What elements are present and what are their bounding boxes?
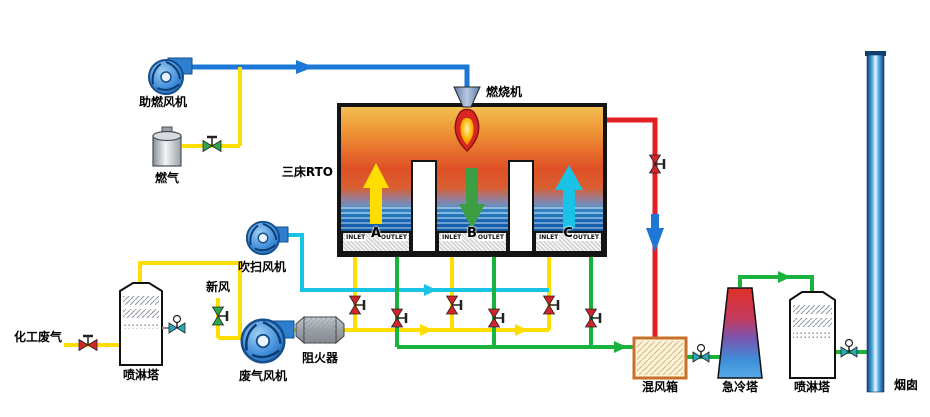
- arrester-mesh: [304, 317, 336, 343]
- flow-arrow-right-icon: [614, 341, 627, 353]
- purge-fan-label: 吹扫风机: [237, 260, 287, 274]
- bed-c-port-box: INLET OUTLET: [534, 231, 603, 253]
- bed-b-arrow-shaft: [466, 168, 478, 206]
- packing-layer: [123, 309, 159, 318]
- fresh-air-valve: [211, 305, 229, 327]
- bed-divider-wall: [508, 160, 534, 253]
- chimney-cap: [865, 51, 886, 56]
- chem-waste-valve: [77, 334, 99, 352]
- spray-tower-left-valve: [168, 314, 186, 334]
- bed-b-down-arrow-icon: [459, 204, 485, 229]
- quench-shell: [717, 287, 763, 379]
- flow-arrow-right-icon: [420, 324, 433, 336]
- bed-c-arrow-shaft: [563, 188, 575, 228]
- chamber-a-letter: A: [370, 226, 382, 241]
- spray-tower-left-body: [119, 282, 172, 366]
- fuel-gas-cylinder: [152, 126, 182, 167]
- burner-label: 燃烧机: [485, 85, 523, 99]
- spray-left-label: 喷淋塔: [122, 368, 160, 382]
- packing-layer: [793, 318, 832, 327]
- spray-layer: [793, 331, 832, 338]
- rto-name-label: 三床RTO: [281, 165, 333, 179]
- hot-bypass-pipes: [605, 117, 658, 341]
- bed-b-outlet-valve: [487, 307, 505, 329]
- chamber-b-letter: B: [467, 226, 477, 241]
- bed-a-outlet-valve: [390, 307, 408, 329]
- quench-label: 急冷塔: [721, 380, 759, 394]
- aux-fan-label: 助燃风机: [138, 95, 188, 109]
- bed-c-up-arrow-icon: [555, 165, 583, 190]
- arrester-label: 阻火器: [301, 351, 339, 365]
- chimney-inlet-valve: [840, 338, 858, 358]
- hot-bypass-pipe: [605, 117, 658, 341]
- chimney-body: [865, 51, 886, 393]
- bed-b-outlet-label: OUTLET: [476, 234, 505, 241]
- arrester-cap: [295, 315, 305, 345]
- flow-arrow-right-icon: [424, 284, 437, 296]
- purge-fan: [243, 220, 289, 258]
- arrows-cyan: [424, 165, 583, 296]
- waste-gas-fan: [236, 318, 295, 367]
- flow-arrow-right-icon: [515, 324, 528, 336]
- quench-to-spray-pipe: [738, 275, 814, 294]
- bed-b-port-box: INLET OUTLET: [437, 231, 508, 253]
- flow-arrow-down-icon: [646, 228, 664, 252]
- mixbox-label: 混风箱: [641, 380, 679, 394]
- burner: [453, 86, 481, 153]
- mixbox-outlet-valve: [692, 343, 710, 363]
- burner-nozzle-icon: [453, 86, 481, 108]
- arrows-green: [614, 271, 791, 353]
- bed-a-inlet-valve: [348, 294, 366, 316]
- flow-arrow-right-icon: [778, 271, 791, 283]
- quench-tower-body: [717, 287, 763, 379]
- tower-to-fan-pipe: [138, 261, 242, 338]
- cylinder-top: [152, 130, 182, 142]
- bed-a-outlet-label: OUTLET: [379, 234, 408, 241]
- chimney-stack: [866, 54, 885, 393]
- packing-layer: [793, 305, 832, 314]
- flame-core-icon: [460, 118, 474, 145]
- bed-b-inlet-valve: [445, 294, 463, 316]
- fan-wheel-icon: [236, 318, 286, 367]
- arrows-yellow: [363, 163, 528, 336]
- mixing-box-body: [632, 336, 688, 380]
- arrows-blue: [296, 60, 664, 252]
- valves-green: [201, 135, 229, 327]
- bed-b-arrow: [459, 168, 485, 229]
- bed-a-inlet-label: INLET: [345, 234, 367, 241]
- aux-combustion-fan: [145, 57, 193, 98]
- fuel-gas-label: 燃气: [154, 171, 180, 185]
- fresh-air-label: 新风: [205, 280, 231, 294]
- arrester-cap: [335, 315, 345, 345]
- packing-layer: [123, 296, 159, 305]
- flame-arrester-body: [295, 315, 345, 345]
- spray-layer: [123, 322, 159, 329]
- fan-wheel-icon: [243, 220, 281, 258]
- bypass-arrow-shaft: [651, 214, 659, 229]
- chimney-label: 烟囱: [893, 378, 919, 392]
- bed-a-up-arrow-icon: [363, 163, 389, 188]
- hot-bypass-valve: [648, 153, 666, 175]
- flow-arrow-right-icon: [296, 60, 314, 74]
- spray-right-label: 喷淋塔: [793, 380, 831, 394]
- bed-b-inlet-label: INLET: [441, 234, 463, 241]
- fuel-gas-valve: [201, 135, 223, 153]
- bed-a-port-box: INLET OUTLET: [341, 231, 411, 253]
- bed-c-outlet-valve: [584, 307, 602, 329]
- bed-c-inlet-valve: [542, 294, 560, 316]
- fan-wheel-icon: [145, 59, 184, 98]
- chem-waste-label: 化工废气: [13, 330, 63, 344]
- bed-c-outlet-label: OUTLET: [571, 234, 600, 241]
- bed-divider-wall: [411, 160, 437, 253]
- mixbox-fill: [637, 341, 683, 375]
- spray-tower-right-body: [789, 291, 836, 379]
- waste-fan-label: 废气风机: [238, 369, 288, 383]
- chamber-c-letter: C: [563, 226, 573, 241]
- bed-c-inlet-label: INLET: [538, 234, 560, 241]
- bed-a-arrow-shaft: [370, 186, 382, 224]
